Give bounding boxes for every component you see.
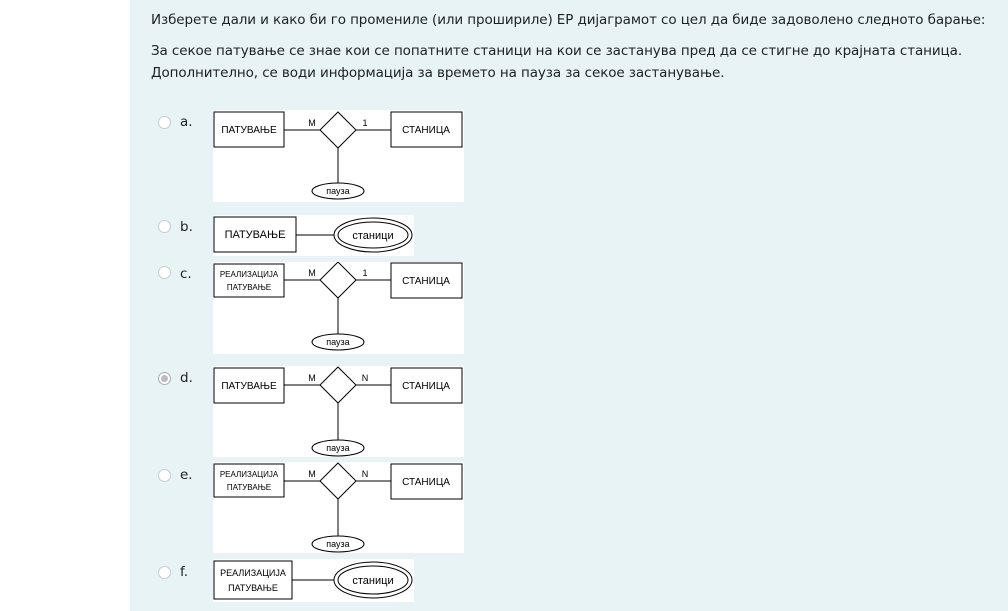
option-c-diagram: РЕАЛИЗАЦИЈА ПАТУВАЊЕ СТАНИЦА M 1 пауза xyxy=(213,262,464,354)
entity-box xyxy=(213,560,293,600)
entity-label: ПАТУВАЊЕ xyxy=(225,229,286,241)
option-f-radio[interactable] xyxy=(158,566,171,579)
entity-right-label: СТАНИЦА xyxy=(402,125,450,136)
question-prompt: Изберете дали и како би го промениле (ил… xyxy=(151,12,986,28)
cardinality-right: 1 xyxy=(362,118,367,128)
multivalued-attribute-inner xyxy=(337,565,409,595)
relationship-diamond xyxy=(319,462,357,500)
entity-box-right xyxy=(390,367,463,404)
entity-right-label: СТАНИЦА xyxy=(402,381,450,392)
multivalued-attribute-label: станици xyxy=(352,575,393,587)
option-d-diagram: ПАТУВАЊЕ СТАНИЦА M N пауза xyxy=(213,366,464,457)
entity-box-right xyxy=(390,111,463,148)
option-e-radio[interactable] xyxy=(158,469,171,482)
entity-left-label-line-2: ПАТУВАЊЕ xyxy=(227,483,271,492)
option-a-letter: a. xyxy=(180,114,193,130)
question-requirement-line-2: Дополнително, се води информација за вре… xyxy=(151,65,725,81)
cardinality-right: 1 xyxy=(362,268,367,278)
entity-box-right xyxy=(390,463,463,500)
option-d-radio[interactable] xyxy=(158,372,171,385)
entity-label-line-1: РЕАЛИЗАЦИЈА xyxy=(220,568,286,578)
entity-box-left xyxy=(213,463,285,498)
attribute-label: пауза xyxy=(326,337,349,347)
option-e-diagram: РЕАЛИЗАЦИЈА ПАТУВАЊЕ СТАНИЦА M N пауза xyxy=(213,462,464,553)
option-d-letter: d. xyxy=(180,370,193,386)
entity-box-left xyxy=(213,111,285,148)
cardinality-left: M xyxy=(308,373,316,383)
option-b-diagram: ПАТУВАЊЕ станици xyxy=(213,215,414,256)
entity-left-label-line-2: ПАТУВАЊЕ xyxy=(227,283,271,292)
cardinality-right: N xyxy=(362,373,369,383)
entity-right-label: СТАНИЦА xyxy=(402,276,450,287)
relationship-diamond xyxy=(319,111,357,149)
entity-right-label: СТАНИЦА xyxy=(402,477,450,488)
attribute-ellipse xyxy=(311,535,365,553)
cardinality-right: N xyxy=(362,469,369,479)
entity-box-left xyxy=(213,263,285,298)
cardinality-left: M xyxy=(308,118,316,128)
multivalued-attribute-label: станици xyxy=(352,230,393,242)
option-a-radio[interactable] xyxy=(158,116,171,129)
multivalued-attribute-inner xyxy=(337,221,409,249)
entity-box-right xyxy=(390,262,463,299)
entity-label-line-2: ПАТУВАЊЕ xyxy=(228,583,278,593)
entity-box-left xyxy=(213,367,285,404)
option-f-diagram: РЕАЛИЗАЦИЈА ПАТУВАЊЕ станици xyxy=(213,559,414,602)
attribute-ellipse xyxy=(311,182,365,200)
option-f-letter: f. xyxy=(180,564,189,580)
attribute-ellipse xyxy=(311,439,365,457)
option-e-letter: e. xyxy=(180,467,193,483)
entity-left-label: ПАТУВАЊЕ xyxy=(221,381,277,392)
cardinality-left: M xyxy=(308,469,316,479)
attribute-label: пауза xyxy=(326,186,349,196)
option-c-letter: c. xyxy=(180,266,192,282)
option-a-diagram: ПАТУВАЊЕ СТАНИЦА M 1 пауза xyxy=(213,110,464,202)
entity-left-label: ПАТУВАЊЕ xyxy=(221,125,277,136)
relationship-diamond xyxy=(319,262,357,299)
option-c-radio[interactable] xyxy=(158,266,171,279)
cardinality-left: M xyxy=(308,268,316,278)
attribute-label: пауза xyxy=(326,539,349,549)
option-b-letter: b. xyxy=(180,219,193,235)
relationship-diamond xyxy=(319,366,357,404)
entity-box xyxy=(213,216,297,253)
attribute-ellipse xyxy=(311,333,365,351)
entity-left-label-line-1: РЕАЛИЗАЦИЈА xyxy=(220,470,279,479)
question-requirement-line-1: За секое патување се знае кои се попатни… xyxy=(151,43,963,59)
option-b-radio[interactable] xyxy=(158,220,171,233)
attribute-label: пауза xyxy=(326,443,349,453)
entity-left-label-line-1: РЕАЛИЗАЦИЈА xyxy=(220,270,279,279)
